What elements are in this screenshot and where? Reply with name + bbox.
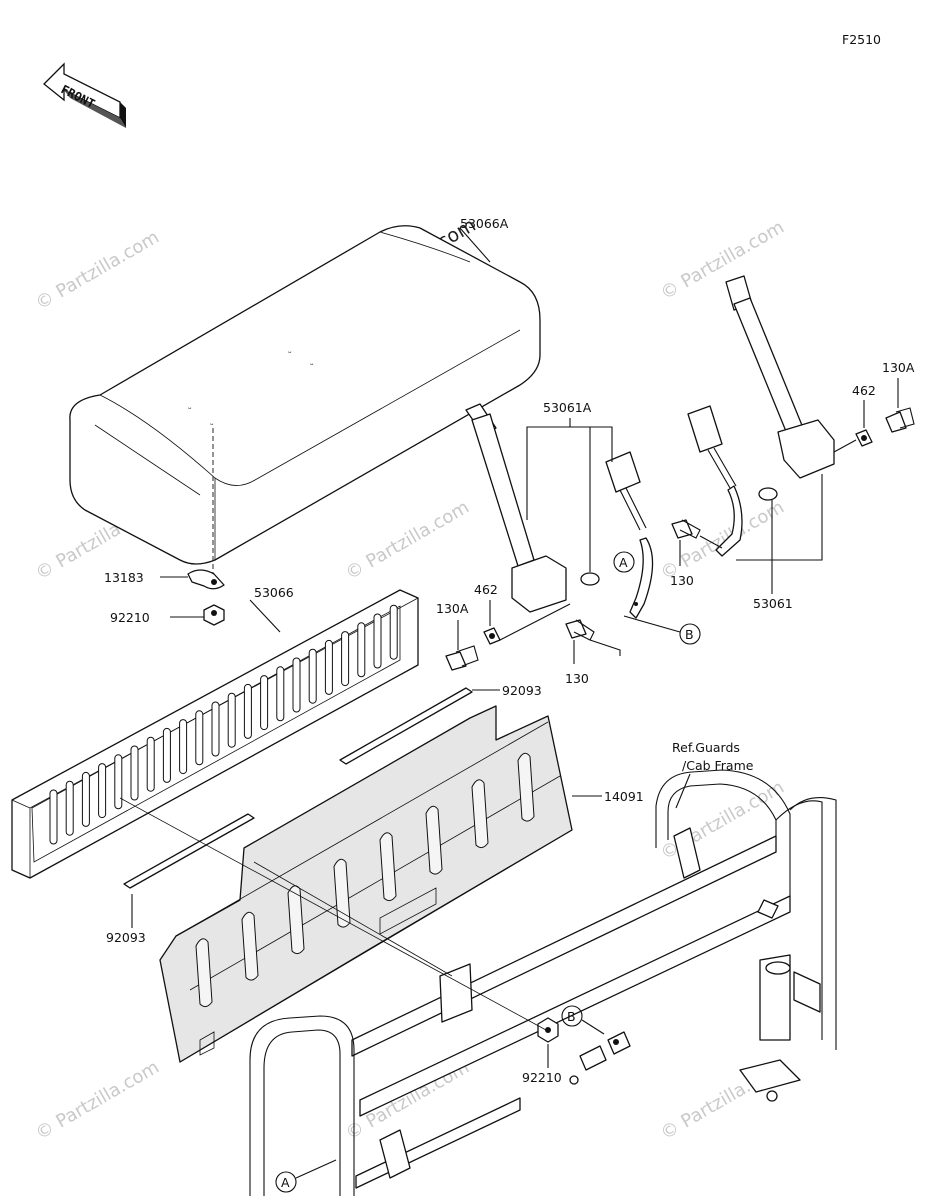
seat-frame-slot	[260, 675, 269, 731]
panel-ribs	[195, 752, 535, 1008]
seatbelt-53061A	[465, 403, 647, 613]
panel-rib	[471, 779, 489, 849]
seat-frame-slot	[276, 666, 285, 722]
label-130A-right: 130A	[882, 360, 915, 375]
bracket	[439, 963, 473, 1023]
label-13183: 13183	[104, 570, 144, 585]
seat-frame-slot	[373, 613, 382, 669]
callout-a-upper	[613, 551, 635, 573]
seat-frame-slot	[98, 763, 107, 819]
watermark: © Partzilla.com	[32, 227, 163, 315]
label-cab-frame: /Cab Frame	[682, 758, 754, 773]
seat-frame-slot	[227, 692, 236, 748]
label-14091: 14091	[604, 789, 644, 804]
label-53066A: 53066A	[460, 216, 509, 231]
seat-frame-slot	[195, 710, 204, 766]
seat-frame-slot	[81, 771, 90, 827]
label-ref-guards: Ref.Guards	[672, 740, 740, 755]
seat-frame-slot	[308, 648, 317, 704]
pad-92093-top	[339, 687, 473, 765]
figure-code: F2510	[842, 32, 881, 47]
tongue-b-left	[629, 537, 654, 619]
label-462-left: 462	[474, 582, 498, 597]
seat-frame-slot	[146, 736, 155, 792]
label-130A-left: 130A	[436, 601, 469, 616]
callout-b-lower-label: B	[567, 1009, 576, 1024]
panel-rib	[517, 752, 535, 822]
watermark: © Partzilla.com	[32, 1057, 163, 1145]
seat-frame-slot	[114, 754, 123, 810]
nut-92210-bottom	[537, 1017, 559, 1043]
seatbelt-53061	[687, 275, 835, 557]
label-130-left: 130	[565, 671, 589, 686]
seat-frame-slot	[65, 780, 74, 836]
label-462-right: 462	[852, 383, 876, 398]
washer-462-left	[483, 627, 501, 645]
bolt-130A-left	[445, 645, 479, 671]
panel-rib	[241, 911, 259, 981]
callout-b-upper-label: B	[685, 627, 694, 642]
watermark: © Partzilla.com	[342, 497, 473, 585]
panel-rib	[379, 832, 397, 902]
label-92093-bottom: 92093	[106, 930, 146, 945]
nut-92210-top	[203, 604, 225, 626]
watermark: © Partzilla.com	[657, 217, 788, 305]
svg-text:ᵕ: ᵕ	[310, 361, 314, 371]
watermark: © Partzilla.com	[657, 497, 788, 585]
front-arrow-icon: FRONT	[43, 62, 126, 128]
pad-92093-bottom	[123, 813, 255, 889]
seat-frame-slot	[211, 701, 220, 757]
callout-b-lower	[561, 1005, 583, 1027]
bolt-130-left	[565, 619, 595, 641]
seat-frame-slot	[292, 657, 301, 713]
seat-cushion: ᵕ ᵕ ᵕ ᵕ	[69, 225, 541, 565]
anchor-bracket-b	[569, 1031, 631, 1085]
bolt-130A-right	[885, 407, 915, 433]
washer-462-right	[855, 429, 873, 447]
callout-b-upper	[679, 623, 701, 645]
seat-frame-slot	[179, 719, 188, 775]
label-92210-bottom: 92210	[522, 1070, 562, 1085]
seat-frame-slot	[243, 683, 252, 739]
seat-frame-slot	[324, 639, 333, 695]
label-53061A: 53061A	[543, 400, 592, 415]
seat-frame-slot	[49, 789, 58, 845]
svg-text:ᵕ: ᵕ	[210, 421, 214, 431]
bolt-130-right	[671, 519, 701, 539]
callout-a-lower	[275, 1171, 297, 1193]
panel-rib	[195, 938, 213, 1008]
label-92093-top: 92093	[502, 683, 542, 698]
panel-rib	[287, 885, 305, 955]
seat-frame-slot	[341, 631, 350, 687]
panel-rib	[425, 805, 443, 875]
seat-frame-slot	[130, 745, 139, 801]
label-130-right: 130	[670, 573, 694, 588]
label-53066: 53066	[254, 585, 294, 600]
svg-text:ᵕ: ᵕ	[188, 405, 192, 415]
clip-13183	[187, 569, 225, 590]
label-53061: 53061	[753, 596, 793, 611]
svg-text:ᵕ: ᵕ	[288, 349, 292, 359]
callout-a-lower-label: A	[281, 1175, 290, 1190]
callout-a-upper-label: A	[619, 555, 628, 570]
seat-frame-slot	[162, 727, 171, 783]
seat-frame-slot	[389, 604, 398, 660]
seat-frame-slots	[49, 604, 398, 845]
label-92210-top: 92210	[110, 610, 150, 625]
seat-frame-slot	[357, 622, 366, 678]
